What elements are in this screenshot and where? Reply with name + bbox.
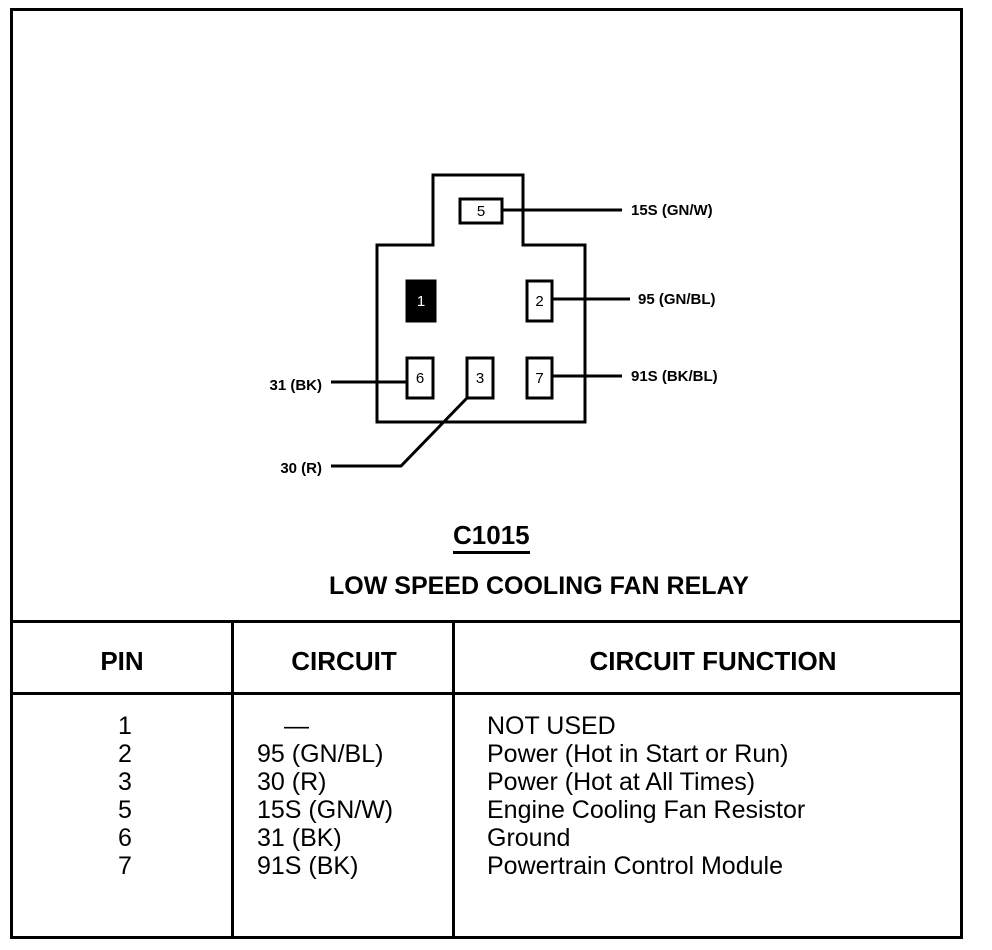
- table-cell-function: Power (Hot in Start or Run): [487, 740, 789, 768]
- table-cell-function: Engine Cooling Fan Resistor: [487, 796, 806, 824]
- circuit-column: — 95 (GN/BL) 30 (R) 15S (GN/W) 31 (BK) 9…: [257, 712, 447, 880]
- pin-2: [525, 279, 554, 323]
- pin-7-number: 7: [535, 370, 543, 387]
- pin-7: [525, 356, 554, 400]
- table-cell-pin: 3: [118, 768, 132, 796]
- wire-pin-3: [331, 396, 469, 468]
- pin-column: 1 2 3 5 6 7: [12, 712, 238, 880]
- connector-body: [375, 173, 587, 424]
- table-cell-circuit: 91S (BK): [257, 852, 359, 880]
- connector-name: LOW SPEED COOLING FAN RELAY: [329, 572, 749, 600]
- wire-label-pin-6: 31 (BK): [269, 377, 322, 394]
- table-cell-circuit: 31 (BK): [257, 824, 342, 852]
- table-top-border: [12, 620, 962, 623]
- table-cell-pin: 1: [118, 712, 132, 740]
- header-pin: PIN: [100, 646, 144, 676]
- pin-3: [465, 356, 495, 400]
- table-header-divider: [12, 692, 962, 695]
- function-column: NOT USED Power (Hot in Start or Run) Pow…: [487, 712, 957, 880]
- pin-6-number: 6: [416, 370, 424, 387]
- diagram-frame: [10, 8, 963, 939]
- table-cell-pin: 7: [118, 852, 132, 880]
- pin-5: [458, 197, 504, 225]
- pin-3-number: 3: [476, 370, 484, 387]
- table-column-divider-1: [231, 622, 234, 938]
- wire-label-pin-7: 91S (BK/BL): [631, 368, 718, 385]
- table-cell-pin: 5: [118, 796, 132, 824]
- pin-1: [405, 279, 437, 323]
- table-cell-function: Powertrain Control Module: [487, 852, 783, 880]
- wire-label-pin-5: 15S (GN/W): [631, 202, 713, 219]
- table-cell-circuit: 30 (R): [257, 768, 327, 796]
- pin-6: [405, 356, 435, 400]
- header-circuit: CIRCUIT: [291, 646, 397, 676]
- pin-2-number: 2: [535, 293, 543, 310]
- connector-id: C1015: [453, 520, 530, 554]
- table-cell-function: NOT USED: [487, 712, 616, 740]
- wire-label-pin-3: 30 (R): [280, 460, 322, 477]
- pin-5-number: 5: [477, 203, 485, 220]
- table-column-divider-2: [452, 622, 455, 938]
- table-cell-function: Power (Hot at All Times): [487, 768, 756, 796]
- table-cell-pin: 6: [118, 824, 132, 852]
- table-cell-circuit: —: [284, 712, 309, 740]
- table-cell-pin: 2: [118, 740, 132, 768]
- wire-label-pin-2: 95 (GN/BL): [638, 291, 716, 308]
- table-cell-circuit: 95 (GN/BL): [257, 740, 384, 768]
- table-cell-function: Ground: [487, 824, 571, 852]
- header-circuit-function: CIRCUIT FUNCTION: [589, 646, 837, 676]
- pin-1-number: 1: [417, 293, 425, 310]
- table-cell-circuit: 15S (GN/W): [257, 796, 394, 824]
